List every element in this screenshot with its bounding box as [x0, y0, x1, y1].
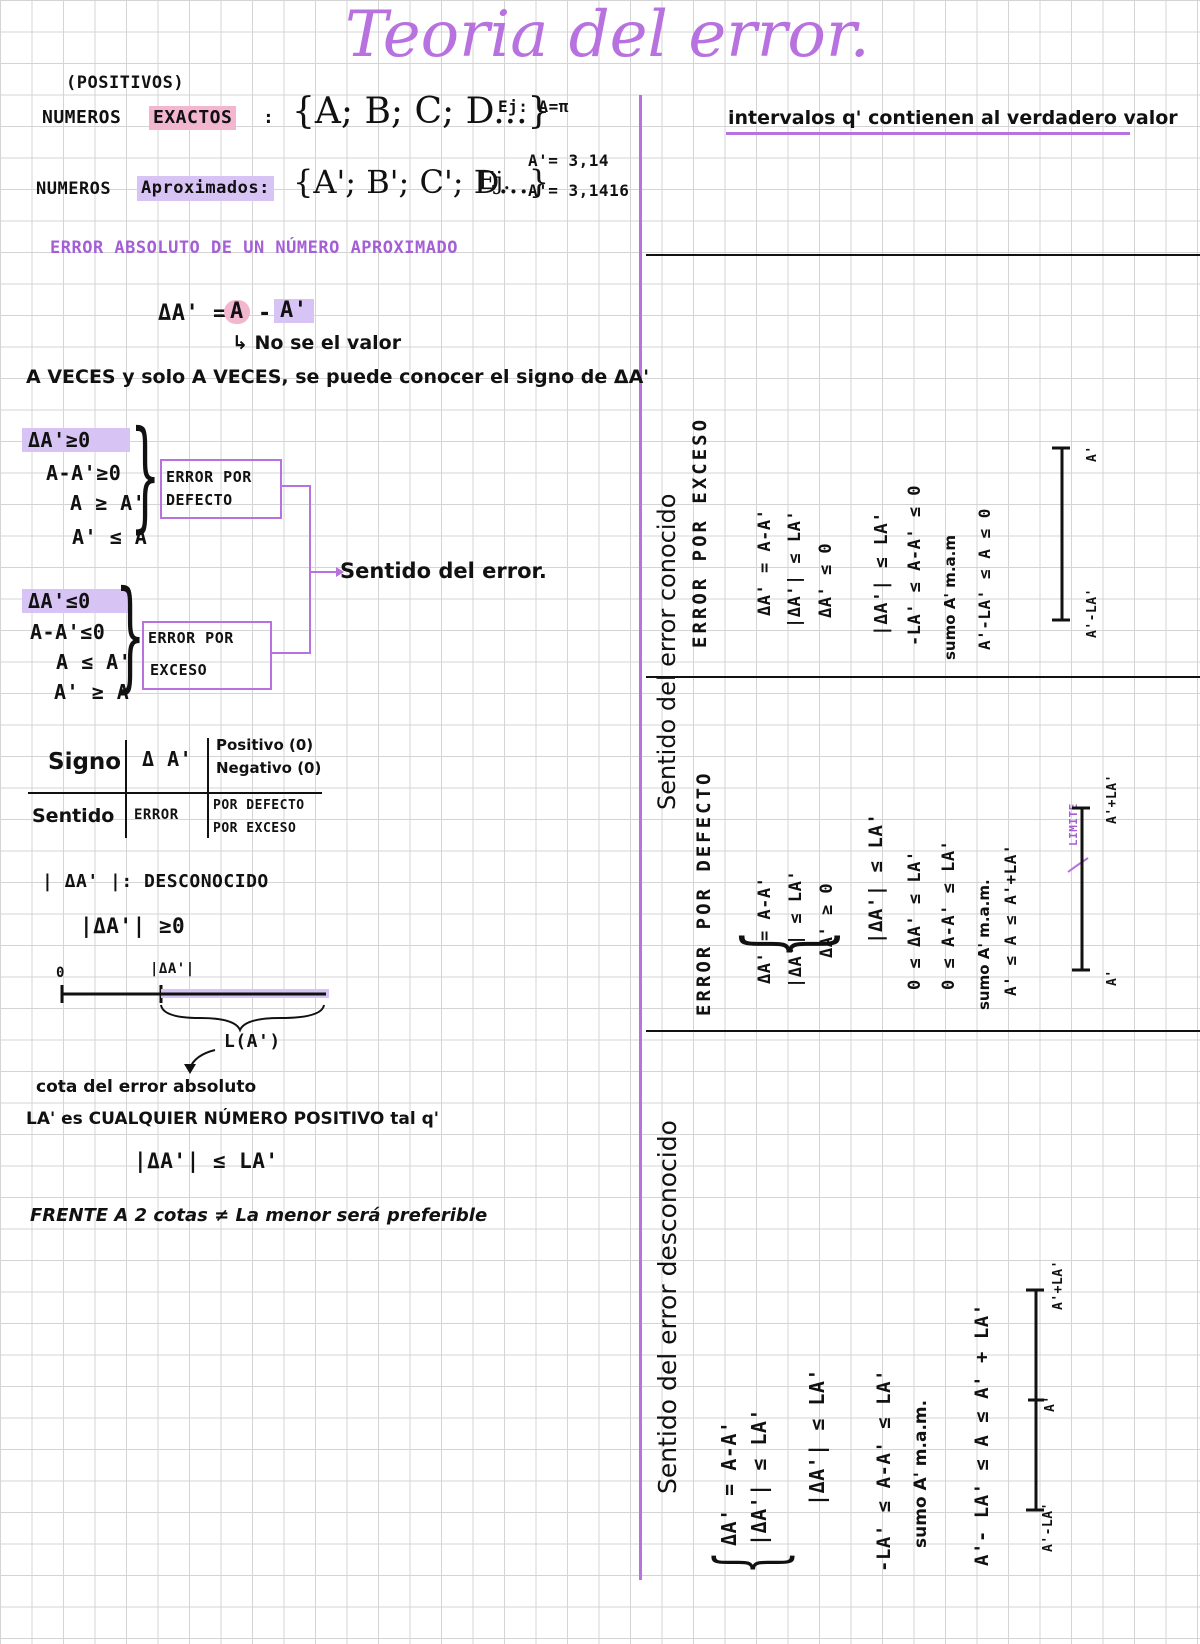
- sentido-desconocido-label: Sentido del error desconocido: [653, 1120, 682, 1494]
- desconocido-interval: [1026, 1288, 1044, 1512]
- aprox-example-2: A'= 3,1416: [528, 181, 630, 200]
- page-title: Teoria del error.: [345, 0, 870, 72]
- number-line-mark: |ΔA'|: [150, 961, 195, 977]
- exceso-line6: sumo A' m.a.m: [941, 535, 959, 660]
- exceso-interval-low: A'-LA': [1085, 588, 1100, 638]
- table-row-por-defecto: POR DEFECTO: [213, 798, 305, 813]
- case1-line4: A' ≤ A: [72, 525, 148, 549]
- desc-line2: |ΔA'| ≤ LA': [747, 1408, 771, 1546]
- no-se-valor-note: ↳ No se el valor: [232, 332, 402, 354]
- table-header-delta: Δ A': [142, 747, 193, 771]
- defecto-interval: [1067, 806, 1090, 972]
- exactos-label: NUMEROS: [42, 107, 122, 128]
- sentido-del-error-label: Sentido del error.: [340, 559, 547, 583]
- error-exceso-box: [142, 621, 272, 690]
- case2-line1: ΔA'≤0: [22, 589, 130, 613]
- table-header-positivo: Positivo (0): [216, 736, 314, 754]
- exactos-label-highlight: EXACTOS: [149, 106, 237, 130]
- case-connector-lines: [28, 485, 344, 1074]
- formula-a-prime: A': [274, 298, 314, 324]
- exceso-line5: -LA' ≤ A-A' ≤ 0: [905, 484, 925, 646]
- positivos-note: (POSITIVOS): [66, 73, 185, 93]
- error-exceso-line1: ERROR POR: [148, 629, 234, 647]
- number-line-L: L(A'): [224, 1031, 281, 1052]
- divider-bottom: [646, 1030, 1200, 1032]
- error-absoluto-heading: ERROR ABSOLUTO DE UN NÚMERO APROXIMADO: [50, 238, 458, 258]
- desc-sumo: sumo A' m.a.m.: [911, 1399, 931, 1548]
- formula-a: A: [224, 299, 250, 325]
- case2-line3: A ≤ A': [56, 650, 132, 674]
- case1-line1: ΔA'≥0: [22, 428, 130, 452]
- defecto-line6: 0 ≤ A-A' ≤ LA': [939, 839, 959, 990]
- exceso-line1: ΔA' = A-A': [755, 508, 775, 616]
- desc-final: A'- LA' ≤ A ≤ A' + LA': [971, 1303, 993, 1566]
- defecto-line7: sumo A' m.a.m.: [975, 879, 993, 1010]
- aprox-example-1: A'= 3,14: [528, 151, 610, 170]
- divider-top: [646, 254, 1200, 256]
- table-header-negativo: Negativo (0): [216, 759, 322, 777]
- table-header-signo: Signo: [48, 749, 122, 775]
- a-veces-sentence: A VECES y solo A VECES, se puede conocer…: [26, 366, 650, 388]
- case2-line4: A' ≥ A: [54, 680, 130, 704]
- exceso-line4: |ΔA'| ≤ LA': [871, 511, 892, 636]
- la-inequality: |ΔA'| ≤ LA': [134, 1149, 279, 1173]
- defecto-title: ERROR POR DEFECTO: [693, 770, 715, 1016]
- defecto-line8: A' ≤ A ≤ A'+LA': [1001, 844, 1020, 996]
- defecto-line4: |ΔA'| ≤ LA': [865, 812, 887, 944]
- error-defecto-box: [160, 459, 282, 519]
- defecto-line1: ΔA' = A-A': [755, 876, 775, 984]
- desconocido-brace: {: [697, 1551, 802, 1574]
- formula-minus: -: [258, 301, 272, 326]
- aprox-label: NUMEROS: [36, 179, 112, 199]
- desc-interval-high: A'+LA': [1051, 1260, 1066, 1310]
- intervalos-heading: intervalos q' contienen al verdadero val…: [728, 107, 1178, 129]
- defecto-line2: |ΔA'| ≤ LA': [786, 869, 806, 988]
- abs-ge-zero: |ΔA'| ≥0: [80, 914, 186, 938]
- sentido-conocido-label: Sentido del error conocido: [653, 493, 681, 810]
- case2-brace: }: [115, 566, 146, 705]
- exceso-line7: A'-LA' ≤ A ≤ 0: [975, 508, 994, 650]
- defecto-line3: ΔA' ≥ 0: [817, 882, 837, 958]
- case2-line2: A-A'≤0: [30, 620, 106, 644]
- table-row-sentido: Sentido: [32, 805, 115, 827]
- error-defecto-line2: DEFECTO: [166, 491, 233, 509]
- exceso-interval-high: A': [1085, 445, 1100, 462]
- exceso-line3: ΔA' ≤ 0: [816, 542, 836, 618]
- desc-ineq: -LA' ≤ A-A' ≤ LA': [873, 1369, 895, 1572]
- exceso-line2: |ΔA'| ≤ LA': [785, 509, 805, 628]
- aprox-set: {A'; B'; C'; D...}: [293, 163, 550, 201]
- exactos-example: Ej: A=π: [498, 97, 569, 116]
- desc-abs: |ΔA'| ≤ LA': [805, 1368, 829, 1506]
- intervalos-underline: [726, 132, 1130, 135]
- exactos-set: {A; B; C; D...}: [292, 91, 551, 132]
- desc-line1: ΔA' = A-A': [717, 1420, 741, 1546]
- error-defecto-line1: ERROR POR: [166, 468, 252, 486]
- exactos-colon: :: [263, 107, 275, 128]
- formula-lhs: ΔA' =: [158, 301, 227, 326]
- divider-mid: [646, 676, 1200, 678]
- table-row-error: ERROR: [134, 807, 179, 823]
- cota-label: cota del error absoluto: [36, 1077, 257, 1097]
- defecto-interval-high: A'+LA': [1105, 774, 1120, 824]
- error-exceso-line2: EXCESO: [150, 661, 208, 679]
- case1-line3: A ≥ A': [70, 491, 146, 515]
- case1-brace: }: [130, 406, 161, 545]
- exceso-title: ERROR POR EXCESO: [689, 416, 711, 648]
- defecto-interval-low: A': [1105, 969, 1120, 986]
- frente-note: FRENTE A 2 cotas ≠ La menor será preferi…: [30, 1205, 488, 1226]
- defecto-line5: 0 ≤ ΔA' ≤ LA': [905, 850, 925, 990]
- desc-interval-low: A'-LA': [1041, 1502, 1056, 1552]
- aprox-label-highlight: Aproximados:: [137, 176, 274, 201]
- aprox-ej: Ej.: [478, 167, 511, 195]
- column-divider: [639, 95, 642, 1580]
- desc-interval-mid: A': [1043, 1395, 1058, 1412]
- number-line-zero: 0: [56, 965, 65, 981]
- la-definition: LA' es CUALQUIER NÚMERO POSITIVO tal q': [26, 1109, 439, 1129]
- table-row-por-exceso: POR EXCESO: [213, 821, 297, 836]
- exceso-interval: [1052, 446, 1070, 622]
- abs-desconocido: | ΔA' |: DESCONOCIDO: [42, 871, 269, 892]
- case1-line2: A-A'≥0: [46, 461, 122, 485]
